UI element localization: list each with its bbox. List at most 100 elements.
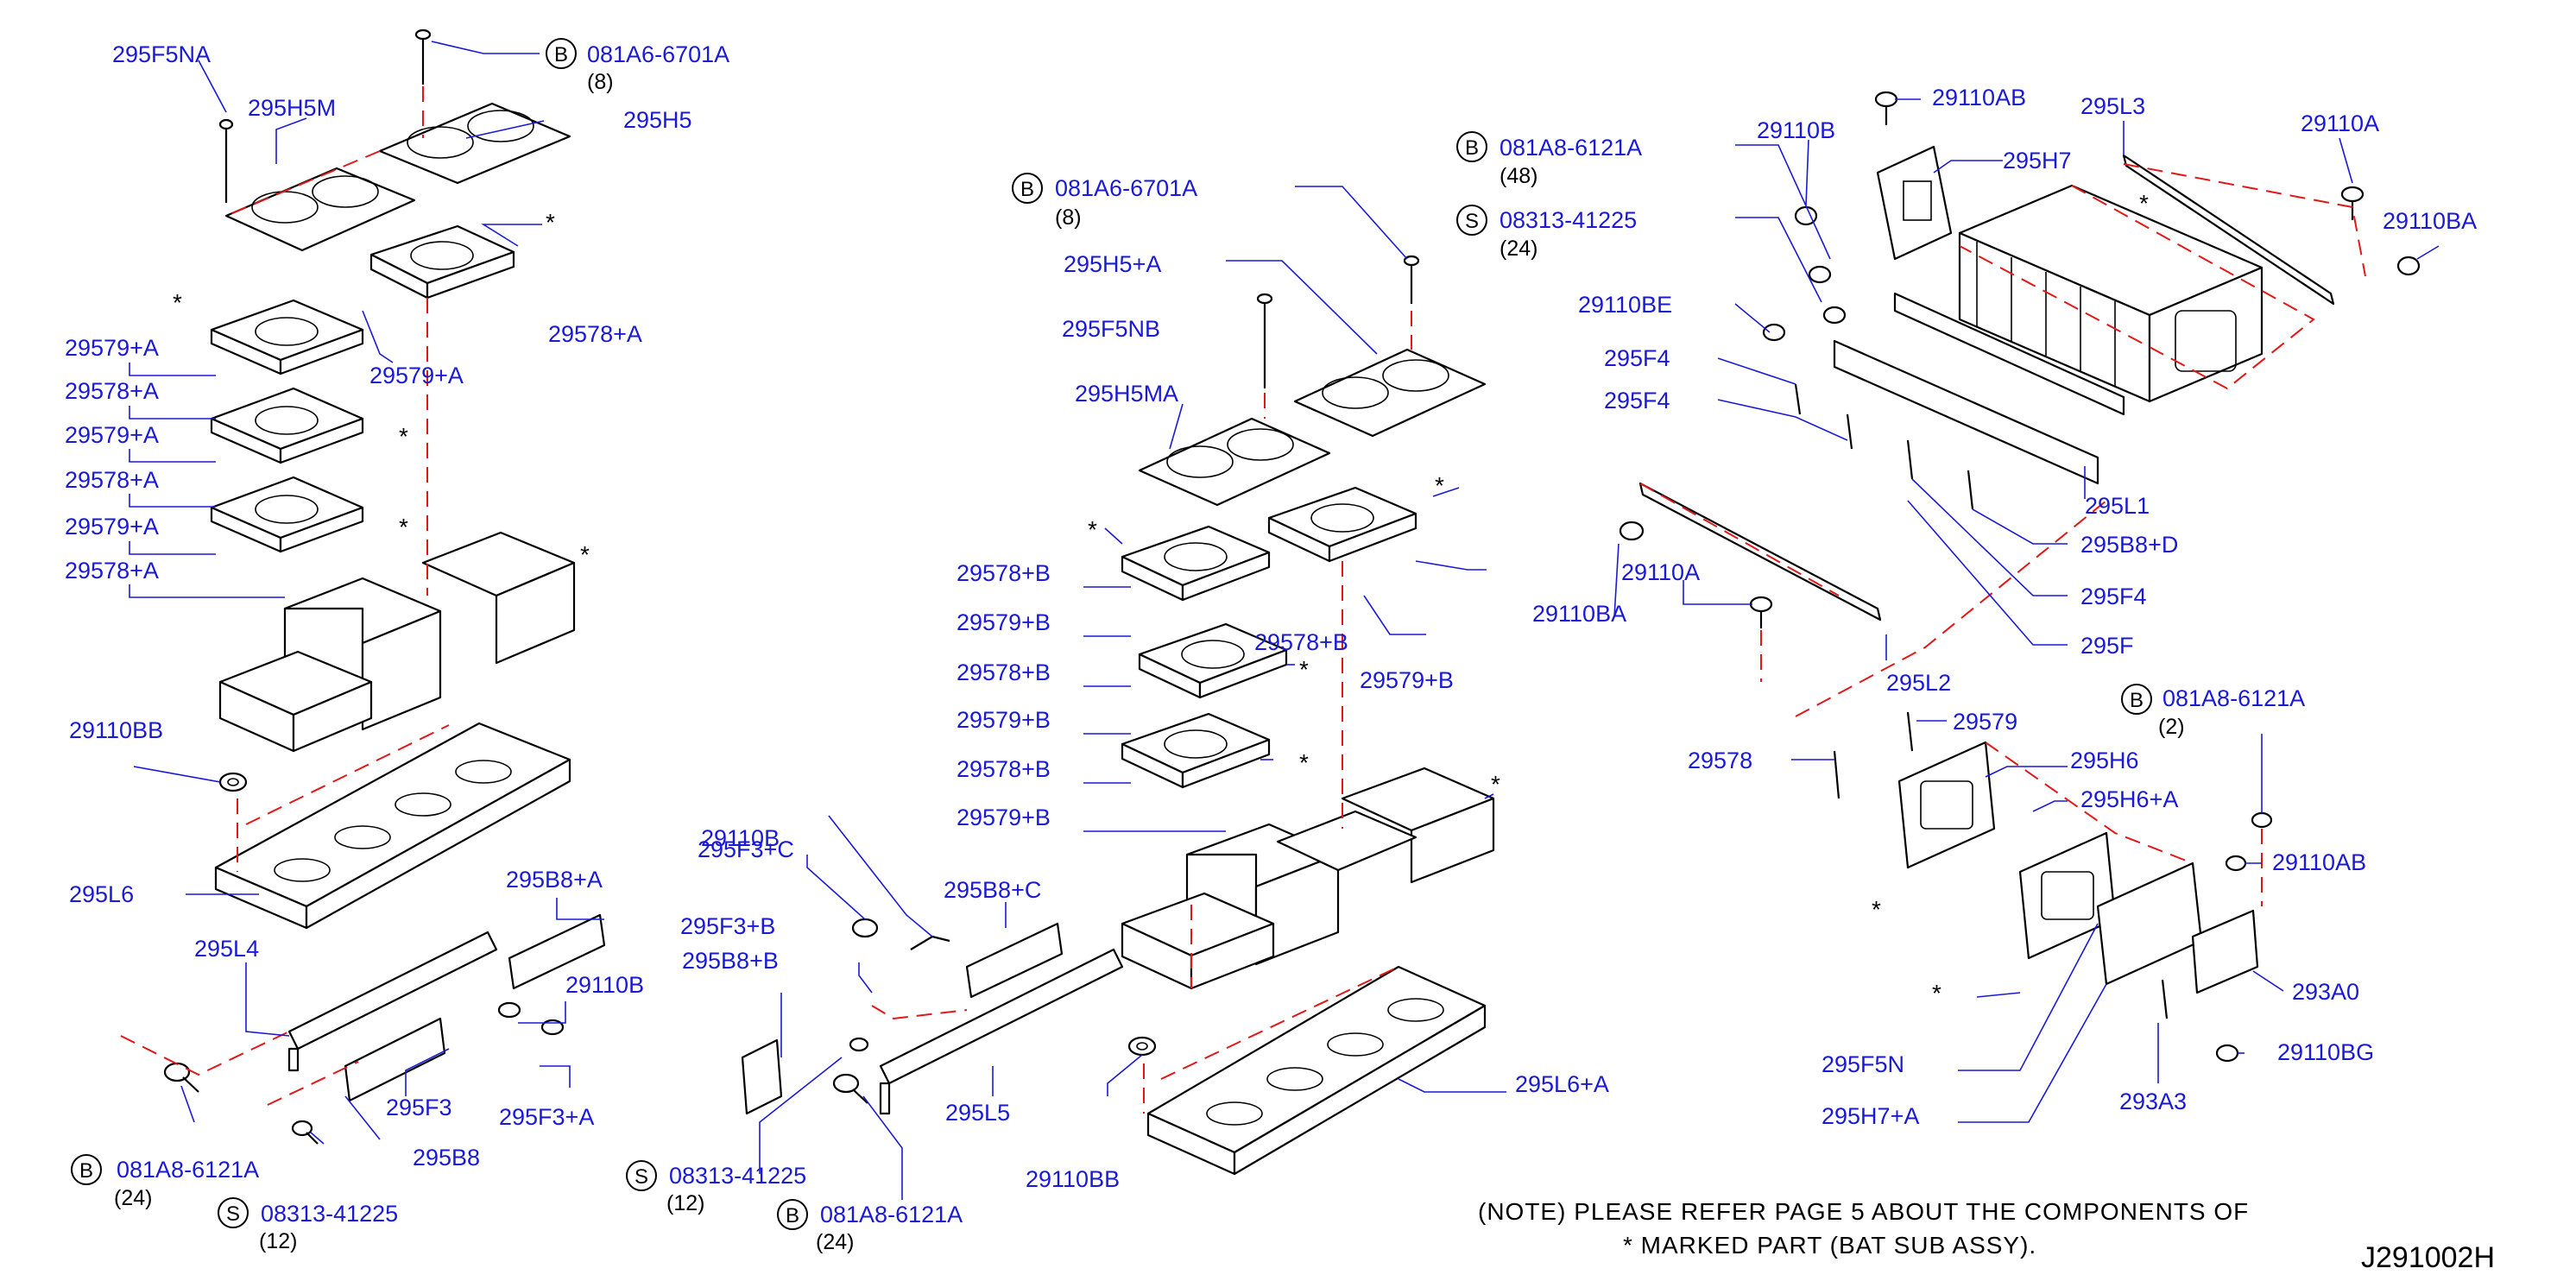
bracket-295F3C-icon xyxy=(910,935,950,950)
part-label: 081A6-6701A xyxy=(587,41,729,67)
bat-sub-assy-marker: * xyxy=(1872,896,1881,923)
callout-circle-screw: S xyxy=(626,1160,657,1191)
part-label: 295H7 xyxy=(2003,148,2072,174)
module-293A0-icon xyxy=(2191,909,2259,994)
right-assembly xyxy=(1619,91,2421,1063)
part-label: 081A6-6701A xyxy=(1055,175,1197,201)
bracket-293A3-icon xyxy=(2161,979,2169,1019)
bolt-icon xyxy=(1749,596,1773,628)
plate-295B8A-icon xyxy=(508,913,606,990)
bolt-icon xyxy=(1256,293,1273,388)
part-label: 295F xyxy=(2080,633,2134,659)
plate-295B8C-icon xyxy=(965,922,1064,999)
part-label: 29579+A xyxy=(65,422,159,448)
bat-sub-assy-marker: * xyxy=(546,209,555,236)
part-label: 29578+B xyxy=(957,756,1051,782)
plate-295H5-icon xyxy=(378,102,571,185)
bolt-icon xyxy=(1403,255,1420,304)
quantity-label: (12) xyxy=(259,1229,297,1253)
part-label: 295F3+C xyxy=(698,836,794,862)
callout-circle-bolt: B xyxy=(2121,684,2152,715)
bracket-295L5-icon xyxy=(879,948,1124,1115)
part-label: 29579+B xyxy=(957,707,1051,733)
part-labels: 295F5NA 295H5M 295H5 081A6-6701A (8) 295… xyxy=(65,41,2477,1254)
part-label: 295H5M xyxy=(248,95,336,121)
part-label: 295F4 xyxy=(1604,345,1670,371)
part-label: 295H6+A xyxy=(2080,786,2178,812)
part-label: 295F5NB xyxy=(1062,316,1160,342)
part-label: 295H6 xyxy=(2070,748,2139,773)
part-label: 29579+A xyxy=(369,363,464,388)
quantity-label: (12) xyxy=(666,1191,704,1215)
part-label: 29578+B xyxy=(1254,629,1348,655)
part-label: 29578+A xyxy=(65,467,159,493)
part-label: 29110B xyxy=(565,972,644,998)
part-label: 081A8-6121A xyxy=(1500,135,1642,161)
bat-sub-assy-marker: * xyxy=(1491,771,1500,798)
part-label: 081A8-6121A xyxy=(820,1202,963,1227)
bracket-29579-icon xyxy=(1833,711,1914,799)
part-label: 29110BE xyxy=(1578,292,1672,318)
nut-icon xyxy=(1762,205,2421,342)
svg-text:B: B xyxy=(1465,136,1479,160)
part-label: 29579+B xyxy=(957,609,1051,635)
part-label: 29579+A xyxy=(65,514,159,540)
svg-text:S: S xyxy=(1465,210,1479,233)
bat-sub-assy-marker: * xyxy=(1932,980,1941,1006)
bolt-icon xyxy=(2340,186,2364,220)
bat-sub-assy-marker: * xyxy=(399,423,408,450)
bat-sub-assy-marker: * xyxy=(1299,656,1309,683)
part-label: 29110AB xyxy=(2272,849,2366,875)
part-label: 29578 xyxy=(1688,748,1752,773)
cell-module-icon xyxy=(210,476,364,553)
svg-text:B: B xyxy=(554,43,568,66)
svg-text:B: B xyxy=(79,1159,93,1183)
leaders-left xyxy=(129,41,604,1145)
part-label: 081A8-6121A xyxy=(117,1157,259,1183)
bat-sub-assy-marker: * xyxy=(399,514,408,540)
bat-sub-assy-marker: * xyxy=(173,289,182,316)
bat-sub-assy-marker: * xyxy=(580,541,590,568)
plate-295H7A-icon xyxy=(2096,861,2203,986)
part-label: 295H5 xyxy=(623,107,692,133)
part-label: 293A0 xyxy=(2292,979,2359,1005)
part-label: 08313-41225 xyxy=(1500,207,1637,233)
tray-295L6A-icon xyxy=(1146,965,1487,1176)
part-label: 295F4 xyxy=(2080,584,2147,609)
part-label: 295H7+A xyxy=(1822,1103,1919,1129)
screw-icon xyxy=(849,1037,869,1052)
part-label: 29110AB xyxy=(1932,85,2026,110)
battery-stack-295L1-icon xyxy=(1958,184,2263,403)
nut-icon xyxy=(218,772,248,792)
nut-icon xyxy=(1127,1036,1157,1057)
part-label: 295F5NA xyxy=(112,41,211,67)
note-block: (NOTE) PLEASE REFER PAGE 5 ABOUT THE COM… xyxy=(1478,1198,2248,1259)
nut-icon xyxy=(2215,1044,2239,1063)
plate-295B8-icon xyxy=(344,1017,446,1102)
part-label: 29110A xyxy=(2301,110,2379,136)
callout-circle-screw: S xyxy=(1456,205,1487,236)
svg-text:S: S xyxy=(635,1165,648,1189)
part-label: 08313-41225 xyxy=(669,1163,806,1189)
bat-sub-assy-marker: * xyxy=(1088,516,1097,543)
leaders-right xyxy=(1613,98,2440,1123)
part-label: 295B8+D xyxy=(2080,532,2178,558)
part-label: 295L6 xyxy=(69,881,134,907)
part-label: 081A8-6121A xyxy=(2162,685,2305,711)
screw-icon xyxy=(291,1120,319,1145)
bracket-295L4-icon xyxy=(287,931,498,1072)
bracket-295F4-icon xyxy=(1794,383,1974,510)
busbar-295B8D-icon xyxy=(1833,292,2125,485)
bolt-icon xyxy=(1874,91,1898,125)
plate-295H6A-icon xyxy=(2018,831,2117,960)
bat-sub-assy-marker: * xyxy=(1299,749,1309,776)
callout-circle-bolt: B xyxy=(777,1199,808,1230)
bat-sub-assy-marker: * xyxy=(2139,190,2149,217)
plate-295H5A-icon xyxy=(1293,348,1487,438)
part-label: 29579 xyxy=(1953,709,2017,735)
callout-circle-screw: S xyxy=(218,1197,249,1228)
part-label: 29579+B xyxy=(957,805,1051,830)
part-label: 295B8 xyxy=(413,1145,480,1171)
part-label: 295B8+A xyxy=(506,867,603,893)
